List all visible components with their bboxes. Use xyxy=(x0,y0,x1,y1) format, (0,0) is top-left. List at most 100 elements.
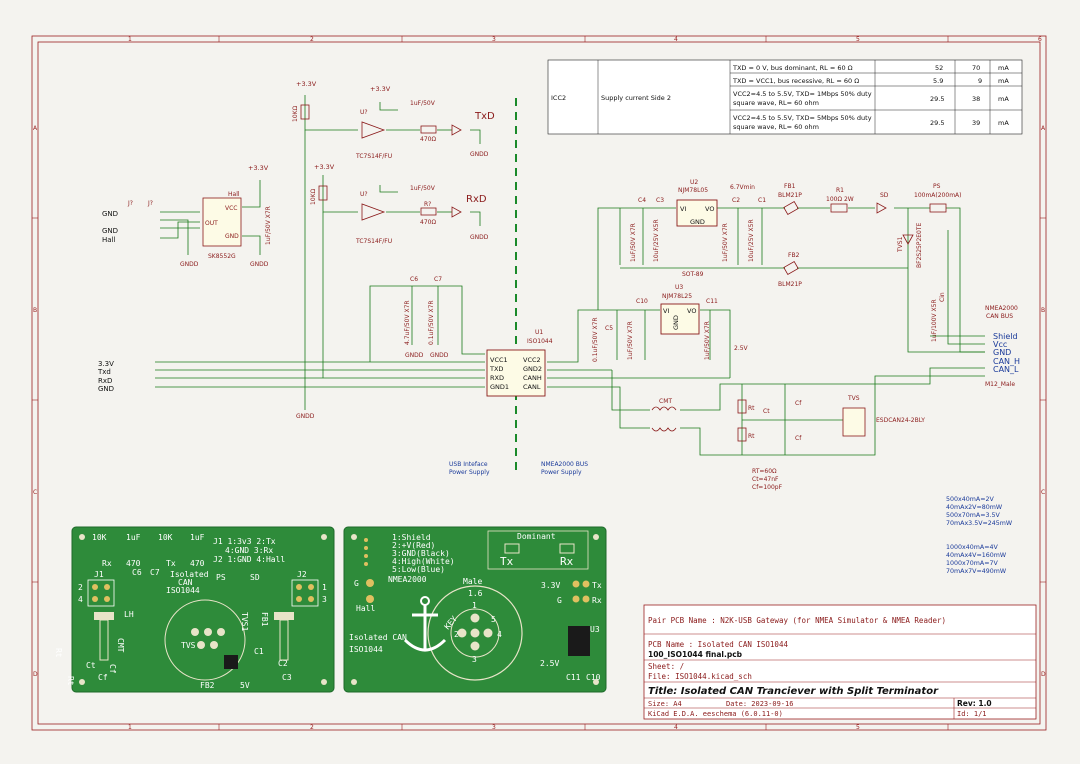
c7-gnd: GNDD xyxy=(430,352,449,359)
hall-connector: J? J? GND GND Hall Hall VCC OUT GND SK85… xyxy=(102,164,272,268)
row-a: A xyxy=(33,125,38,132)
pcbl-rt2: Rt xyxy=(66,676,75,686)
pcbr-u3: U3 xyxy=(590,625,600,634)
hall-gnd2: GNDD xyxy=(250,261,269,268)
pcbr-pin-3: 3:GND(Black) xyxy=(392,549,450,558)
u1-rxd: RXD xyxy=(490,374,504,382)
u1-part: ISO1044 xyxy=(527,338,553,345)
terminator: CMT Rt Rt Ct Cf Cf TVS ESDCAN24-2BLY RT=… xyxy=(651,395,925,491)
col-3: 3 xyxy=(492,36,496,43)
u3-part: NJM78L25 xyxy=(662,293,692,300)
tx-u7: U? xyxy=(360,109,368,116)
row-a-r: A xyxy=(1041,125,1046,132)
fb1-ref: FB1 xyxy=(784,183,796,190)
pcbr-c10: C10 xyxy=(586,673,601,682)
pcbl-rt: Rt xyxy=(54,648,63,658)
spec-cond-4b: square wave, RL= 60 ohm xyxy=(733,123,819,131)
u1-gnd1: GND1 xyxy=(490,383,509,391)
pcbl-c1: C1 xyxy=(254,647,264,656)
pcbr-male: Male xyxy=(463,577,482,586)
hall-pin-vcc: VCC xyxy=(225,205,237,212)
u1-ref: U1 xyxy=(535,329,543,336)
note2-2: 1000x70mA=7V xyxy=(946,560,998,567)
pcbl-ps: PS xyxy=(216,573,226,582)
u1-canh: CANH xyxy=(523,374,542,382)
pcbl-cf: Cf xyxy=(98,673,108,682)
pcbl-1uf-2: 1uF xyxy=(190,533,205,542)
tb-id: Id: 1/1 xyxy=(957,710,987,718)
note2-1: 40mAx4V=160mW xyxy=(946,552,1007,559)
col-4b: 4 xyxy=(674,724,678,731)
bus-label-2: Power Supply xyxy=(541,469,582,476)
nmea-connector: NMEA2000 CAN BUS Shield Vcc GND CAN_H CA… xyxy=(985,305,1020,388)
pcbr-iso-1: Isolated CAN xyxy=(349,633,407,642)
spec-max-2: 9 xyxy=(978,77,982,85)
c6-gnd: GNDD xyxy=(405,352,424,359)
pcbr-n3: 3 xyxy=(472,655,477,664)
spec-param: ICC2 xyxy=(551,94,566,102)
pcbl-c6: C6 xyxy=(132,568,142,577)
power-notes: 500x40mA=2V 40mAx2V=80mW 500x70mA=3.5V 7… xyxy=(946,496,1013,575)
frame-ticks xyxy=(32,36,1046,730)
rx-led-block: +3.3V 10KΩ U? TC7S14F/FU 1uF/50V R? 470Ω… xyxy=(310,163,489,245)
pcbr-16: 1.6 xyxy=(468,589,483,598)
conn-pin-rxd: RxD xyxy=(98,377,112,385)
u3-c10: C10 xyxy=(636,298,648,305)
pcbl-j1: J1 xyxy=(94,570,104,579)
u2-c2: C2 xyxy=(732,197,740,204)
note2-3: 70mAx7V=490mW xyxy=(946,568,1007,575)
c7-val: 0.1uF/50V X7R xyxy=(428,300,435,345)
col-2: 2 xyxy=(310,36,314,43)
hall-pin-ic-gnd: GND xyxy=(225,233,239,240)
spec-typ-2: 5.9 xyxy=(933,77,943,85)
pcbl-c7: C7 xyxy=(150,568,160,577)
note1-3: 70mAx3.5V=245mW xyxy=(946,520,1013,527)
tx-part: TC7S14F/FU xyxy=(355,153,392,160)
pcbl-legend-3: J2 1:GND 4:Hall xyxy=(213,555,285,564)
term-val-3: Cf=100pF xyxy=(752,484,783,491)
hall-ic-title: Hall xyxy=(228,191,240,198)
spec-cond-4a: VCC2=4.5 to 5.5V, TXD= 5Mbps 50% duty xyxy=(733,114,872,122)
pcbl-470a: 470 xyxy=(126,559,141,568)
cin-val: 1uF/100V X5R xyxy=(931,299,938,342)
pcbr-nmea: NMEA2000 xyxy=(388,575,427,584)
rx-res-ref: R? xyxy=(424,201,431,208)
c6-ref: C6 xyxy=(410,276,418,283)
pcbl-c3: C3 xyxy=(282,673,292,682)
tb-kicad: KiCad E.D.A. eeschema (6.0.11-0) xyxy=(648,710,783,718)
u2-part: NJM78L05 xyxy=(678,187,708,194)
row-d: D xyxy=(33,671,38,678)
pcbl-n2: 2 xyxy=(78,583,83,592)
spec-unit-4: mA xyxy=(998,119,1009,127)
spec-cond-1: TXD = 0 V, bus dominant, RL = 60 Ω xyxy=(732,64,853,72)
spec-max-4: 39 xyxy=(972,119,980,127)
main-connector: 3.3V Txd RxD GND GNDD xyxy=(97,360,315,420)
pcb-left-render: 10K 1uF 10K 1uF Rx 470 Tx 470 J1 1:3v3 2… xyxy=(54,526,335,693)
u3-regulator: U3 NJM78L25 VI VO GND C10 C11 C5 0.1uF/5… xyxy=(592,284,749,362)
pcbr-iso-2: ISO1044 xyxy=(349,645,383,654)
pcbl-sd: SD xyxy=(250,573,260,582)
u2-gnd: GND xyxy=(690,218,705,226)
tb-title: Title: Isolated CAN Tranciever with Spli… xyxy=(648,686,939,697)
hall-conn-a: J? xyxy=(127,200,133,207)
tx-led-block: +3.3V +3.3V 10KΩ U? TC7S14F/FU 1uF/50V 4… xyxy=(292,80,495,160)
u2-regulator: U2 NJM78L05 VI VO GND SOT-89 C4 C3 C2 C1… xyxy=(630,179,766,278)
u3-vo: VO xyxy=(687,307,696,315)
conn-pin-33v: 3.3V xyxy=(98,360,114,368)
pcbl-n3: 3 xyxy=(322,595,327,604)
pcbr-g2: G xyxy=(557,596,562,605)
u3-c11v: 1uF/50V X7R xyxy=(704,321,711,360)
pcbr-rx2: Rx xyxy=(592,596,602,605)
pwr-33-rx: +3.3V xyxy=(314,163,335,171)
tvs-part: ESDCAN24-2BLY xyxy=(876,417,925,424)
tvs1-part: BF2S25P2E0TE xyxy=(916,222,923,268)
u3-c10v: 1uF/50V X7R xyxy=(627,321,634,360)
pwr-33-tx: +3.3V xyxy=(296,80,317,88)
col-4: 4 xyxy=(674,36,678,43)
u2-c1v: 10uF/25V X5R xyxy=(748,219,755,262)
nmea-pin-canl: CAN_L xyxy=(993,365,1019,374)
term-val-2: Ct=47nF xyxy=(752,476,779,483)
cf-2: Cf xyxy=(795,435,802,442)
u2-c4: C4 xyxy=(638,197,646,204)
iso-caps: C6 C7 4.7uF/50V X7R 0.1uF/50V X7R GNDD G… xyxy=(404,276,449,359)
